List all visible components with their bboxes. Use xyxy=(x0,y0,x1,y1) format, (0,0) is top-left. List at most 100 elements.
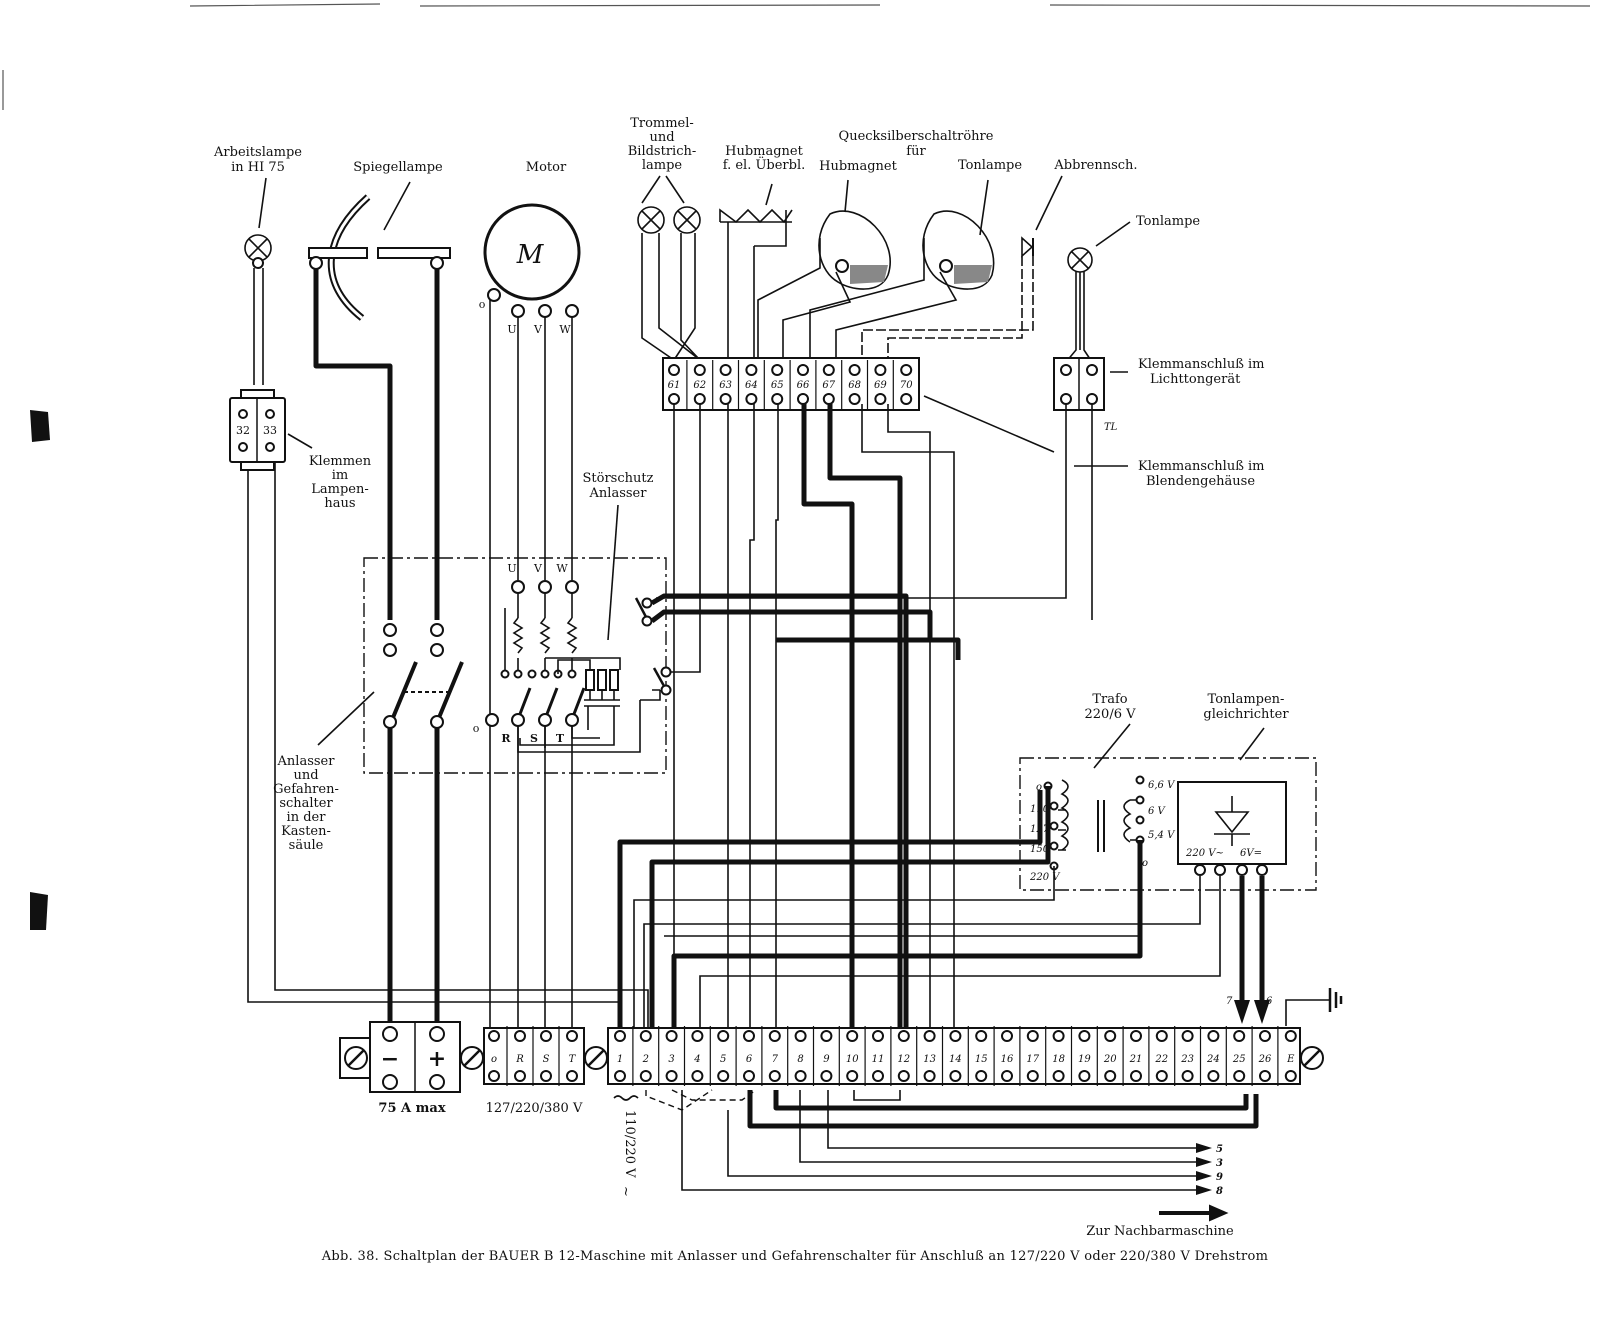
label-stoerschutz: Störschutz Anlasser xyxy=(583,471,654,501)
svg-text:W: W xyxy=(556,562,568,575)
rail-terminal-19: 20 xyxy=(1096,1026,1117,1086)
mains-terminal-label: o xyxy=(491,1054,497,1065)
rail-terminal-20: 21 xyxy=(1122,1026,1143,1086)
rail-terminal-label: 10 xyxy=(846,1054,859,1065)
svg-text:o: o xyxy=(1142,858,1148,869)
svg-text:Kasten-: Kasten- xyxy=(281,824,331,839)
mains-terminal-0: o xyxy=(488,1030,500,1082)
wire-arbeitslampe-to-rail xyxy=(247,462,649,1031)
gleichrichter-symbol: 220 V~ 6V= xyxy=(1177,781,1287,876)
label-hubmagnet-ueberbl: Hubmagnet f. el. Überbl. xyxy=(723,144,806,173)
mains-terminal-2: S xyxy=(532,1026,552,1086)
abbrennschalter-symbol xyxy=(1021,236,1034,258)
svg-text:U: U xyxy=(507,323,516,336)
rail-terminal-22: 23 xyxy=(1174,1026,1194,1086)
under-rail-dashed xyxy=(645,1089,757,1111)
trafo-symbol: o 110 127 150 220 V 6,6 V 6 V 5,4 V o xyxy=(1029,775,1176,883)
blende-terminal-5: 66 xyxy=(789,360,810,409)
tonlampe-right-symbol xyxy=(1067,247,1093,273)
svg-text:+: + xyxy=(428,1046,446,1072)
pointer-stoerschutz xyxy=(607,504,619,641)
mains-terminal-label: R xyxy=(515,1054,524,1065)
rail-terminal-17: 18 xyxy=(1045,1026,1065,1086)
wire-spiegellampe xyxy=(313,269,440,620)
wires-blende-thin xyxy=(673,404,955,1030)
wires-blende-thick xyxy=(801,404,903,1030)
rail-terminal-label: 19 xyxy=(1078,1054,1091,1065)
rail-terminal-0: 1 xyxy=(614,1030,626,1082)
wire-quecksilber xyxy=(757,238,852,360)
terminal-block-lamp-house: 32 33 xyxy=(229,389,286,471)
svg-text:Lampen-: Lampen- xyxy=(311,482,369,497)
rail-terminal-label: 5 xyxy=(720,1054,726,1065)
svg-text:U: U xyxy=(507,562,516,575)
wire-main-switch-down xyxy=(387,728,440,1030)
svg-text:gleichrichter: gleichrichter xyxy=(1203,707,1289,722)
arrow-nachbarmaschine xyxy=(1159,1204,1229,1222)
rail-terminal-7: 8 xyxy=(787,1026,807,1086)
pointer-klemmen-lampenhaus xyxy=(287,433,313,449)
rail-terminal-13: 14 xyxy=(941,1026,962,1086)
rail-terminal-label: 21 xyxy=(1129,1054,1143,1065)
svg-text:Quecksilberschaltröhre: Quecksilberschaltröhre xyxy=(839,129,994,144)
svg-text:Klemmen: Klemmen xyxy=(309,454,372,469)
label-mains-voltage: 127/220/380 V xyxy=(486,1101,583,1116)
label-tl: TL xyxy=(1104,422,1118,433)
hubmagnet-ueberbl-symbol xyxy=(719,208,793,247)
rail-terminal-11: 12 xyxy=(890,1026,910,1086)
rail-terminal-label: 7 xyxy=(772,1054,779,1065)
rail-terminal-2: 3 xyxy=(658,1026,678,1086)
svg-text:5,4 V: 5,4 V xyxy=(1148,830,1176,841)
mains-terminal-1: R xyxy=(506,1026,526,1086)
label-abbrennsch: Abbrennsch. xyxy=(1053,158,1137,173)
under-rail-thin xyxy=(681,1090,1206,1191)
svg-text:Gefahren-: Gefahren- xyxy=(273,782,339,797)
label-anlasser: Anlasser und Gefahren- schalter in der K… xyxy=(273,754,339,853)
rail-terminal-25: 26 xyxy=(1251,1026,1272,1086)
rail-terminal-6: 7 xyxy=(761,1026,781,1086)
svg-text:M: M xyxy=(516,240,545,270)
svg-text:Hubmagnet: Hubmagnet xyxy=(725,144,803,159)
svg-text:und: und xyxy=(293,768,318,783)
rail-terminal-label: 15 xyxy=(975,1054,988,1065)
rail-terminal-label: 14 xyxy=(949,1054,962,1065)
spiegellampe-symbol xyxy=(308,194,451,321)
label-arbeitslampe: Arbeitslampe in HI 75 xyxy=(213,145,302,175)
label-tonlampe-top: Tonlampe xyxy=(958,158,1022,173)
arbeitslampe-symbol xyxy=(244,234,272,269)
wire-arbeitslampe xyxy=(253,268,264,385)
wires-rectifier-thick xyxy=(1239,876,1265,1005)
rail-terminal-label: 4 xyxy=(693,1054,700,1065)
blende-terminal-label: 63 xyxy=(719,380,732,391)
blende-terminal-label: 65 xyxy=(771,380,784,391)
rail-terminal-label: 8 xyxy=(797,1054,803,1065)
wire-tonlampe-right xyxy=(1065,272,1093,363)
svg-text:3: 3 xyxy=(1216,1158,1223,1169)
ground-symbol xyxy=(1285,988,1343,1026)
label-tilde: ~ xyxy=(618,1186,633,1197)
blende-terminal-1: 62 xyxy=(686,360,706,409)
arrow-6 xyxy=(1254,1000,1270,1024)
label-trommel: Trommel- und Bildstrich- lampe xyxy=(628,116,697,173)
svg-text:220/6 V: 220/6 V xyxy=(1085,707,1137,722)
label-motor: Motor xyxy=(526,160,567,175)
svg-text:Blendengehäuse: Blendengehäuse xyxy=(1146,474,1255,489)
svg-text:im: im xyxy=(332,468,349,483)
wire-hubmagnet xyxy=(727,222,755,360)
svg-text:schalter: schalter xyxy=(279,796,333,811)
svg-text:8: 8 xyxy=(1216,1186,1223,1197)
wire-tonlampe-top xyxy=(809,238,958,360)
rail-terminal-8: 9 xyxy=(812,1026,833,1086)
rail-terminal-label: 11 xyxy=(872,1054,885,1065)
blende-terminal-8: 69 xyxy=(866,360,887,409)
svg-text:5: 5 xyxy=(1216,1144,1223,1155)
blende-terminal-label: 64 xyxy=(745,380,758,391)
svg-text:32: 32 xyxy=(236,424,250,437)
svg-text:Trafo: Trafo xyxy=(1092,692,1127,707)
blende-terminal-label: 70 xyxy=(900,380,913,391)
rail-terminal-label: 2 xyxy=(642,1054,649,1065)
blende-terminal-label: 61 xyxy=(668,380,681,391)
rail-terminal-label: 26 xyxy=(1258,1054,1272,1065)
rail-terminal-label: E xyxy=(1286,1054,1295,1065)
